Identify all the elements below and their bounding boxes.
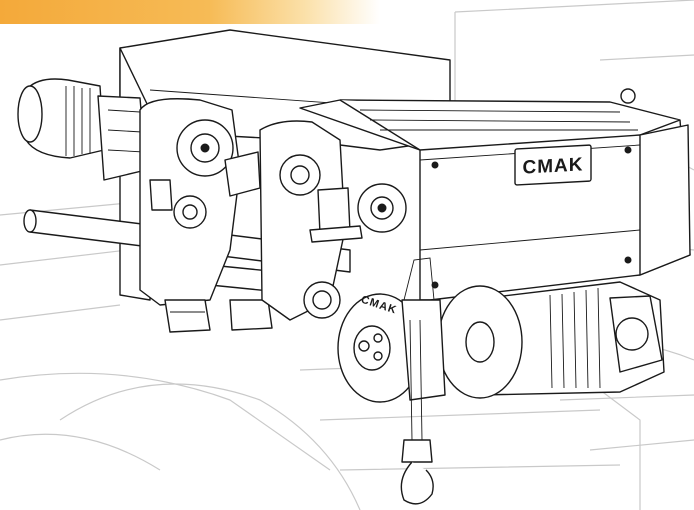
drum-end-cap: CMAK: [337, 293, 446, 403]
hoist-motor: [437, 281, 665, 399]
accent-band: [0, 0, 380, 24]
limit-switch: [309, 183, 407, 243]
brand-plate: CMAK: [514, 144, 592, 186]
rope-and-hook: [400, 257, 435, 505]
hoist-housing: [299, 88, 691, 301]
travel-motor: [17, 78, 147, 181]
middle-trolley-plate: [224, 120, 346, 321]
left-trolley-plate: [139, 98, 273, 333]
brand-logo-text: CMAK: [523, 154, 584, 178]
